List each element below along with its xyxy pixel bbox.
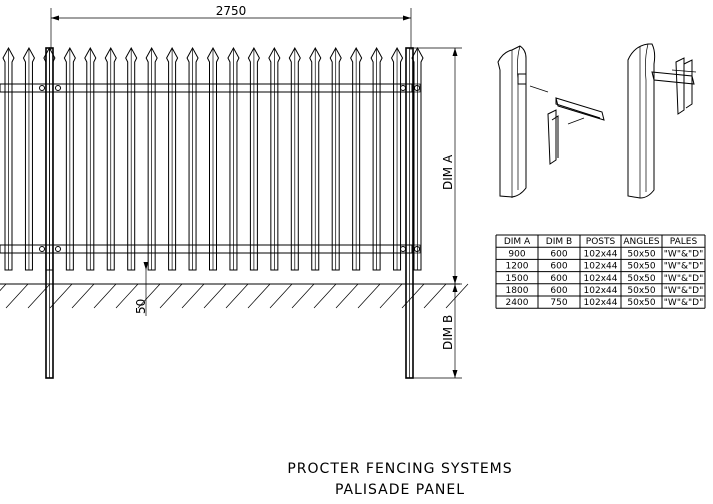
ground-line [0,283,469,309]
left-post [45,47,54,379]
pale [145,46,158,271]
pale [370,46,383,271]
ground-hatch [27,283,51,309]
table-header-cell: PALES [670,237,698,247]
ground-hatch [115,283,139,309]
table-cell: 600 [550,249,567,259]
width-dimension: 2750 [50,4,412,50]
dim-a-label: DIM A [441,154,455,190]
dim-b-label: DIM B [441,315,455,350]
table-cell: 102x44 [584,274,618,284]
dim-a-dimension: DIM A [413,47,462,285]
table-cell: 1800 [506,286,529,296]
table-cell: 600 [550,262,567,272]
ground-hatch [93,283,117,309]
table-cell: 50x50 [627,286,656,296]
table-cell: 50x50 [627,298,656,308]
table-cell: 600 [550,286,567,296]
ground-hatch [225,283,249,309]
ground-hatch [137,283,161,309]
pale [227,46,240,271]
table-cell: "W"&"D" [664,262,703,272]
table-cell: "W"&"D" [664,298,703,308]
table-cell: 50x50 [627,274,656,284]
table-cell: 750 [550,298,567,308]
ground-hatch [357,283,381,309]
pale [84,46,97,271]
pale [43,46,56,271]
right-post [405,47,414,379]
table-cell: "W"&"D" [664,249,703,259]
pale [329,46,342,271]
pale [166,46,179,271]
width-dimension-label: 2750 [216,4,247,18]
ground-clearance-dimension: 50 [134,262,149,316]
table-cell: 1500 [506,274,529,284]
table-cell: 102x44 [584,286,618,296]
top-rail [0,83,413,93]
post-bracket-detail [497,45,605,198]
ground-clearance-label: 50 [134,299,148,314]
pale [350,46,363,271]
ground-hatch [423,283,447,309]
dim-b-dimension: DIM B [413,284,462,379]
table-header-cell: ANGLES [623,237,660,247]
pale [2,46,15,271]
table-cell: "W"&"D" [664,274,703,284]
table-cell: 1200 [506,262,529,272]
pale [309,46,322,271]
pale [63,46,76,271]
table-cell: 900 [508,249,525,259]
table-header-cell: DIM B [546,237,572,247]
pale [268,46,281,271]
bolts [39,83,421,254]
table-cell: 2400 [506,298,529,308]
pale [125,46,138,271]
title-line-2: PALISADE PANEL [335,482,465,498]
pale [390,46,404,271]
ground-hatch [159,283,183,309]
table-cell: 50x50 [627,262,656,272]
pale [247,46,260,271]
ground-hatch [445,283,469,309]
ground-hatch [0,283,7,292]
table-header-cell: DIM A [504,237,531,247]
specification-table: DIM A DIM B POSTS ANGLES PALES 900 600 102x44 50… [495,234,706,309]
table-cell: 50x50 [627,249,656,259]
bottom-rail [0,244,413,254]
pale-fixing-detail [627,43,697,199]
pale [22,46,36,271]
pales [2,46,424,271]
table-cell: 102x44 [584,249,618,259]
table-cell: "W"&"D" [664,286,703,296]
table-header-cell: POSTS [586,237,616,247]
ground-hatch [313,283,337,309]
ground-hatch [5,283,29,309]
ground-hatch [49,283,73,309]
ground-hatch [247,283,271,309]
table-cell: 102x44 [584,262,618,272]
ground-hatch [379,283,403,309]
title-line-1: PROCTER FENCING SYSTEMS [287,461,512,477]
ground-hatch [291,283,315,309]
ground-hatch [181,283,205,309]
pale [206,46,220,271]
ground-hatch [401,283,425,309]
ground-hatch [71,283,95,309]
ground-hatch [335,283,359,309]
table-cell: 102x44 [584,298,618,308]
ground-hatch [203,283,227,309]
pale [186,46,199,271]
ground-hatch [269,283,293,309]
table-cell: 600 [550,274,567,284]
pale [104,46,117,271]
pale [288,46,301,271]
